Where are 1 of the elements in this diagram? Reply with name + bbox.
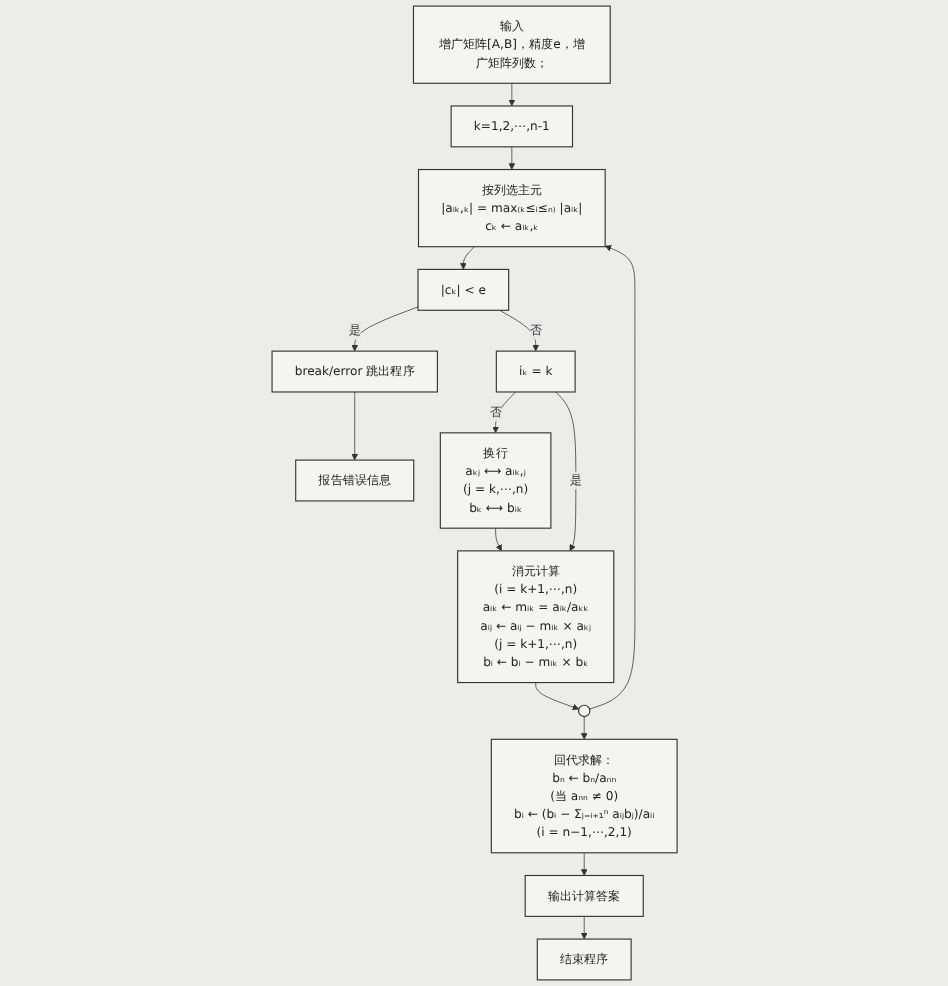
node-circle bbox=[577, 704, 590, 718]
